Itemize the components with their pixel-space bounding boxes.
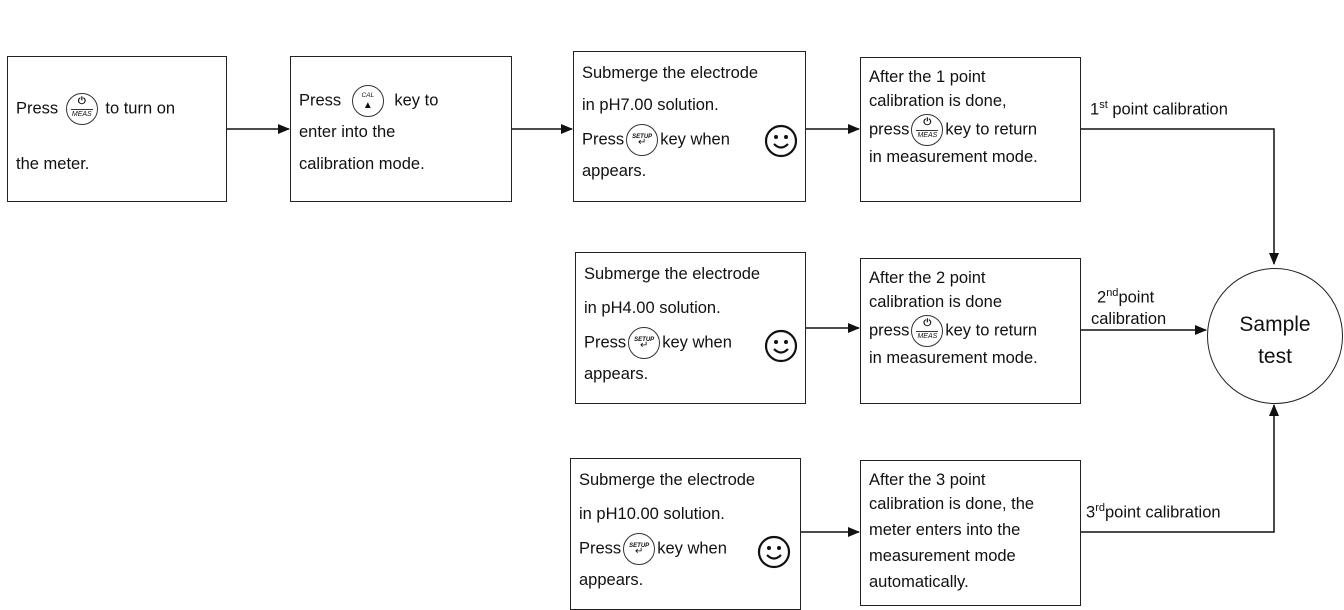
step-submerge-ph10-box: Submerge the electrode in pH10.00 soluti… (570, 458, 801, 610)
after3-line4: measurement mode (869, 547, 1016, 565)
after3-line1: After the 3 point (869, 471, 986, 489)
after1-line1: After the 1 point (869, 68, 986, 86)
smiley-face-icon (764, 124, 798, 158)
step-submerge-ph7-box: Submerge the electrode in pH7.00 solutio… (573, 51, 806, 202)
step-after-3-point-box: After the 3 point calibration is done, t… (860, 460, 1081, 606)
label-3rd-point-calibration: 3rdpoint calibration (1086, 502, 1221, 522)
after3-line5: automatically. (869, 573, 969, 591)
sub10-line2: in pH10.00 solution. (579, 505, 725, 523)
step-power-on-line2: the meter. (16, 155, 90, 173)
step-after-1-point-box: After the 1 point calibration is done, p… (860, 57, 1081, 202)
step-cal-line1: Press CAL▲ key to (299, 85, 438, 117)
step-cal-line2: enter into the (299, 123, 396, 141)
sub10-line1: Submerge the electrode (579, 471, 756, 489)
sub10-line4: appears. (579, 571, 644, 589)
cal-key-icon: CAL▲ (351, 85, 384, 117)
arrow-after3-to-sample (1081, 404, 1279, 533)
step-cal-line3: calibration mode. (299, 155, 425, 173)
label-2nd-point-calibration: 2ndpoint calibration (1091, 287, 1167, 328)
setup-key-icon: SETUP↵ (626, 124, 659, 156)
after3-line3: meter enters into the (869, 521, 1021, 539)
after2-line2: calibration is done (869, 293, 1002, 311)
sub4-line4: appears. (584, 365, 649, 383)
meas-key-icon: ⏻MEAS (911, 315, 944, 347)
step-after-2-point-box: After the 2 point calibration is done pr… (860, 258, 1081, 404)
arrow-after1-to-sample (1080, 128, 1279, 265)
step-power-on-line1: Press ⏻MEAS to turn on (16, 93, 175, 125)
meas-key-icon: ⏻MEAS (65, 93, 98, 125)
label-1st-point-calibration: 1st point calibration (1090, 99, 1228, 119)
after2-line1: After the 2 point (869, 269, 986, 287)
sub7-line1: Submerge the electrode (582, 64, 759, 82)
after2-line4: in measurement mode. (869, 349, 1038, 367)
after1-line4: in measurement mode. (869, 148, 1038, 166)
smiley-face-icon (764, 329, 798, 363)
step-submerge-ph4-box: Submerge the electrode in pH4.00 solutio… (575, 252, 806, 404)
sub7-line4: appears. (582, 162, 647, 180)
setup-key-icon: SETUP↵ (623, 533, 656, 565)
smiley-face-icon (757, 535, 791, 569)
setup-key-icon: SETUP↵ (628, 327, 661, 359)
sub7-line2: in pH7.00 solution. (582, 96, 719, 114)
step-calibration-mode-box: Press CAL▲ key to enter into the calibra… (290, 56, 512, 202)
step-power-on-box: Press ⏻MEAS to turn on the meter. (7, 56, 227, 202)
sample-test-node: Sample test (1207, 268, 1343, 404)
meas-key-icon: ⏻MEAS (911, 114, 944, 146)
after3-line2: calibration is done, the (869, 495, 1035, 513)
sub4-line1: Submerge the electrode (584, 265, 761, 283)
sub4-line2: in pH4.00 solution. (584, 299, 721, 317)
after1-line2: calibration is done, (869, 92, 1007, 110)
